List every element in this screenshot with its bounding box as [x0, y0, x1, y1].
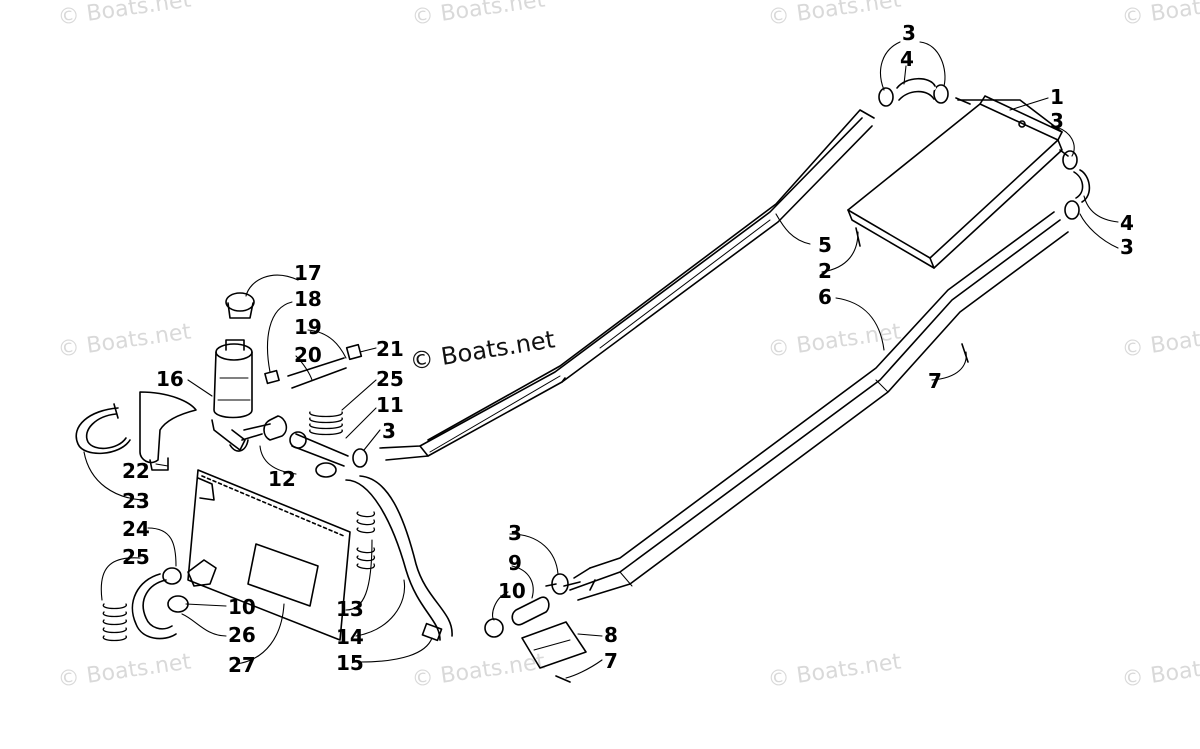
- hose-14: [315, 462, 453, 642]
- vent-hose: [264, 343, 363, 389]
- callout-26: 26: [228, 623, 256, 647]
- callout-18: 18: [294, 287, 322, 311]
- cooling-tube-right: [569, 211, 1069, 601]
- callout-15: 15: [336, 651, 364, 675]
- leader-lines: [83, 41, 1119, 679]
- callout-21: 21: [376, 337, 404, 361]
- callout-16: 16: [156, 367, 184, 391]
- callout-8: 8: [604, 623, 618, 647]
- callout-19: 19: [294, 315, 322, 339]
- callout-20: 20: [294, 343, 322, 367]
- callout-4: 4: [1120, 211, 1134, 235]
- callout-10: 10: [498, 579, 526, 603]
- callout-3: 3: [382, 419, 396, 443]
- bottle-strap: [75, 391, 197, 471]
- radiator-panel: [187, 469, 351, 641]
- callout-labels: 3 4 1 3 4 3 5 2 6 7 17 18 19 20 21 25 11…: [122, 21, 1134, 677]
- coolant-bottle: [211, 292, 255, 452]
- spring-sleeves: [102, 411, 375, 642]
- callout-13: 13: [336, 597, 364, 621]
- callout-10: 10: [228, 595, 256, 619]
- lower-left-hose: [131, 559, 217, 640]
- callout-22: 22: [122, 459, 150, 483]
- callout-12: 12: [268, 467, 296, 491]
- hose-11: [241, 415, 368, 468]
- callout-25: 25: [376, 367, 404, 391]
- callout-25: 25: [122, 545, 150, 569]
- cooling-tube-left: [379, 109, 875, 461]
- callout-4: 4: [900, 47, 914, 71]
- callout-14: 14: [336, 625, 364, 649]
- callout-3: 3: [1120, 235, 1134, 259]
- top-hose-clamps: [878, 77, 1091, 220]
- rivets: [555, 227, 969, 683]
- heat-exchanger: [847, 95, 1063, 269]
- callout-7: 7: [604, 649, 618, 673]
- callout-7: 7: [928, 369, 942, 393]
- callout-3: 3: [902, 21, 916, 45]
- callout-2: 2: [818, 259, 832, 283]
- callout-27: 27: [228, 653, 256, 677]
- callout-1: 1: [1050, 85, 1064, 109]
- callout-17: 17: [294, 261, 322, 285]
- callout-24: 24: [122, 517, 150, 541]
- callout-3: 3: [1050, 109, 1064, 133]
- callout-11: 11: [376, 393, 404, 417]
- callout-6: 6: [818, 285, 832, 309]
- callout-9: 9: [508, 551, 522, 575]
- lower-fittings: [484, 573, 581, 638]
- callout-5: 5: [818, 233, 832, 257]
- callout-23: 23: [122, 489, 150, 513]
- bracket-8: [521, 621, 587, 669]
- callout-3: 3: [508, 521, 522, 545]
